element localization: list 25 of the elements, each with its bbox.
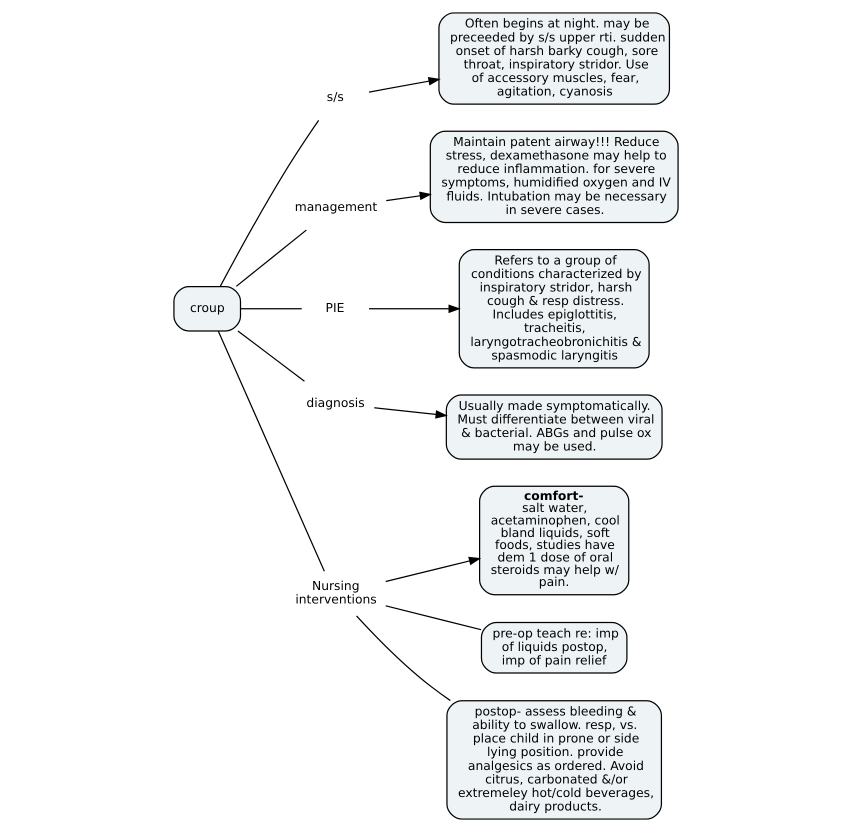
- node-text: s/s: [326, 90, 344, 104]
- arrow: [386, 192, 432, 202]
- arrow: [385, 556, 481, 582]
- node-box: Refers to a group of conditions characterized by inspiratory stridor, harsh cough & resp distress. Includes epiglottitis, tracheitis, laryngotracheobronichitis & spasmodic laryngitis: [458, 248, 650, 369]
- node-box: Usually made symptomatically. Must differentiate between viral & bacterial. ABGs and pulse ox may be used.: [445, 394, 662, 460]
- node-text: Nursing interventions: [294, 578, 376, 606]
- node-box: pre-op teach re: imp of liquids postop, imp of pain relief: [480, 622, 628, 674]
- arrow: [368, 76, 440, 93]
- connector: [235, 230, 306, 287]
- connector: [356, 616, 450, 702]
- node-box: croup: [172, 286, 241, 332]
- node-box: Maintain patent airway!!! Reduce stress, dexamethasone may help to reduce inflammation. for severe symptoms, humidified oxygen and IV fluids. Intubation may be necessary in severe cases.: [429, 130, 678, 224]
- node-text: diagnosis: [306, 396, 364, 410]
- connector: [237, 330, 304, 382]
- connector: [385, 605, 481, 630]
- connector: [240, 308, 302, 310]
- node-text: management: [294, 200, 377, 214]
- arrow: [374, 407, 448, 419]
- node-text: PIE: [325, 300, 344, 315]
- node-box: postop- assess bleeding & ability to swallow. resp, vs. place child in prone or side lying position. provide analgesics as ordered. Avoid citrus, carbonated &/or extremeley hot/cold beverages, dairy products.: [446, 700, 662, 820]
- connector: [219, 120, 319, 286]
- node-box: comfort- salt water, acetaminophen, cool bland liquids, soft foods, studies have dem 1 dose of oral steroids may help w/ pain.: [478, 486, 629, 596]
- connector: [217, 330, 324, 572]
- arrow: [368, 304, 460, 314]
- node-box: Often begins at night. may be preceeded by s/s upper rti. sudden onset of harsh barky cough, sore throat, inspiratory stridor. Use of accessory muscles, fear, agitation, cyanosis: [438, 12, 670, 105]
